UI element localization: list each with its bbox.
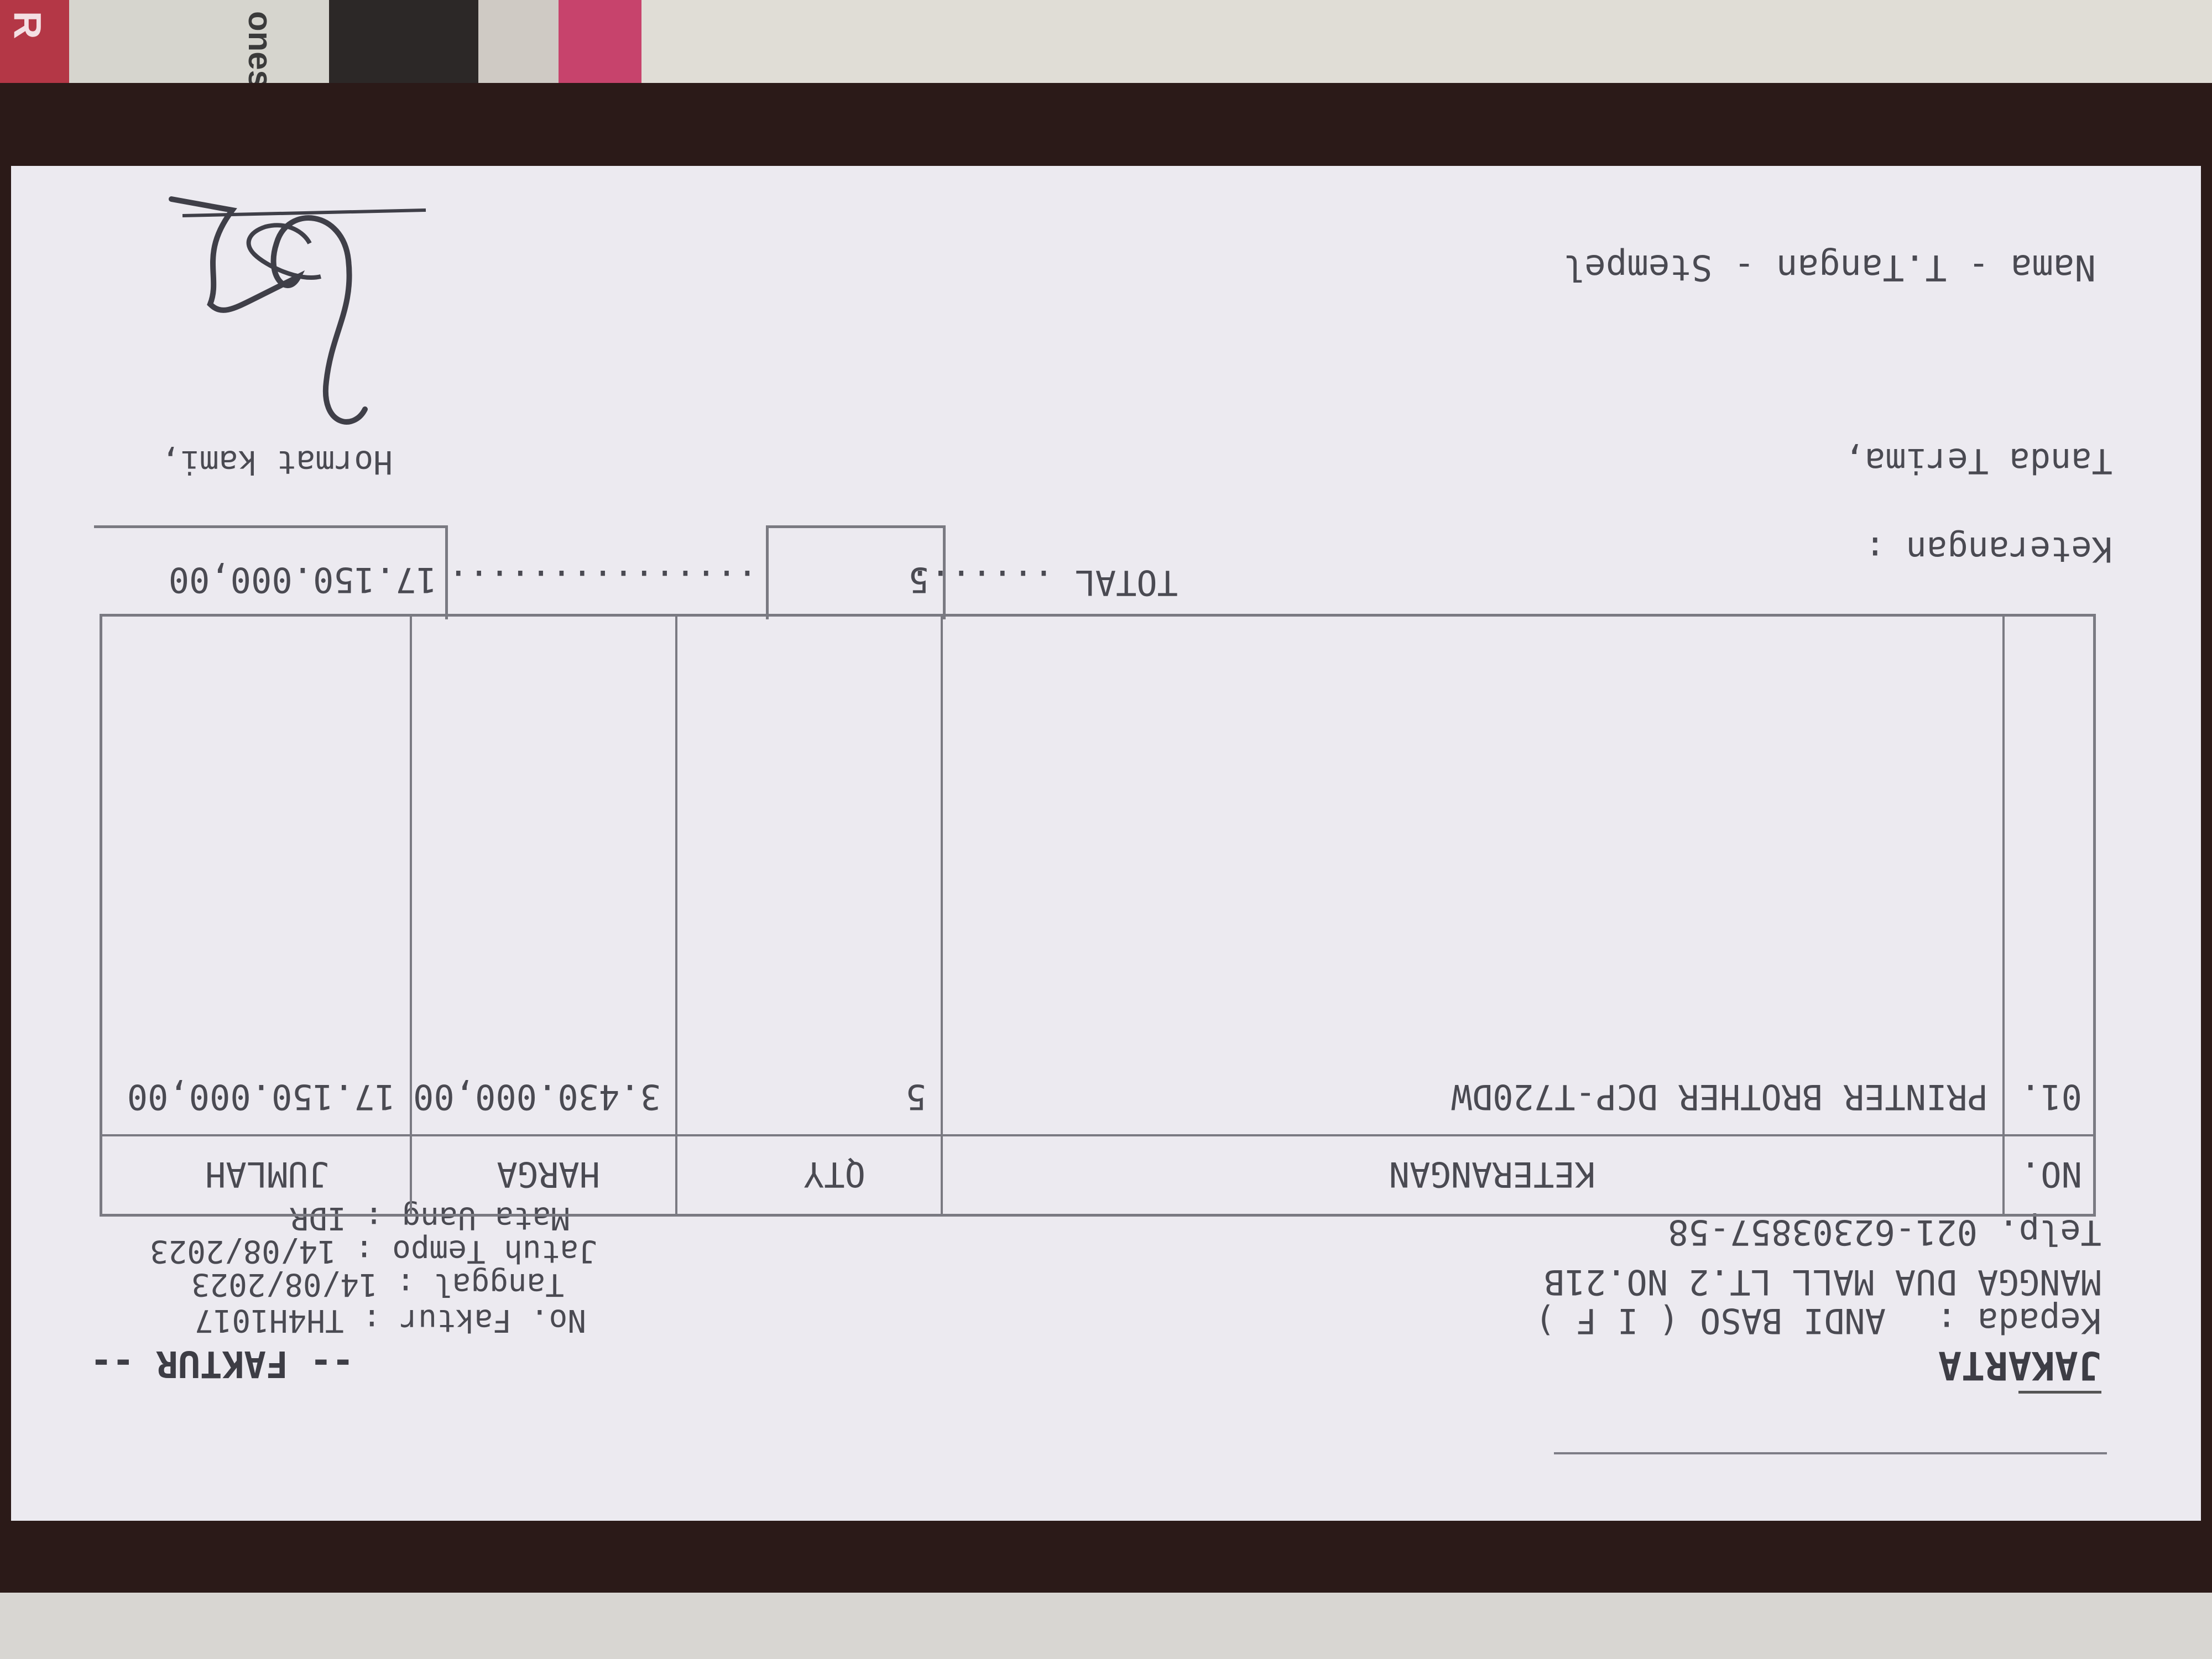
item-qty: 5 (905, 1077, 926, 1117)
background-paper: onesi (69, 0, 329, 98)
meta-invoice-number: No. Faktur : TH4H1017 (194, 1302, 586, 1338)
invoice-content-upside-down: JAKARTA -- FAKTUR -- Kepada : ANDI BASO … (11, 166, 2201, 1521)
meta-date: Tanggal : 14/08/2023 (191, 1266, 564, 1302)
signature-line (1554, 1452, 2107, 1499)
invoice-sheet: JAKARTA -- FAKTUR -- Kepada : ANDI BASO … (11, 166, 2201, 1521)
item-no: 01. (2020, 1077, 2082, 1117)
total-label: TOTAL ....... (909, 562, 1178, 603)
background-magazine-red: R E (0, 0, 69, 91)
col-header-price: HARGA (497, 1154, 600, 1194)
invoice-city: JAKARTA (1938, 1343, 2101, 1388)
header-rule (2018, 1391, 2101, 1394)
col-divider (675, 617, 677, 1214)
customer-name: ANDI BASO ( I F ) (1535, 1301, 1886, 1341)
invoice-title: -- FAKTUR -- (90, 1343, 354, 1385)
notes-label: Keterangan : (1865, 529, 2112, 570)
col-divider (410, 617, 412, 1214)
meta-due-date: Jatuh Tempo : 14/08/2023 (149, 1233, 597, 1269)
col-divider (2002, 617, 2005, 1214)
col-header-description: KETERANGAN (1389, 1154, 1595, 1194)
col-divider (941, 617, 943, 1214)
header-divider (102, 1134, 2093, 1136)
item-price: 3.430.000,00 (413, 1077, 661, 1117)
handwritten-signature-icon (169, 196, 426, 425)
signature-caption: Nama - T.Tangan - Stempel (1563, 247, 2096, 288)
col-header-qty: QTY (804, 1154, 865, 1194)
invoice-table: NO. KETERANGAN QTY HARGA JUMLAH 01. PRIN… (100, 614, 2096, 1217)
background-paper-stack (641, 0, 2212, 88)
magazine-fragment-text: R E (0, 11, 49, 39)
item-description: PRINTER BROTHER DCP-T720DW (1451, 1077, 1988, 1117)
col-header-amount: JUMLAH (205, 1154, 329, 1194)
total-qty: 5 (908, 560, 929, 600)
total-dots: ............... (448, 562, 758, 603)
col-header-no: NO. (2020, 1154, 2082, 1194)
background-bottom (0, 1593, 2212, 1659)
background-dark-object (329, 0, 478, 83)
total-amount: 17.150.000,00 (168, 560, 437, 600)
receipt-label: Tanda Terima, (1844, 441, 2112, 481)
regards-label: Hormat kami, (160, 444, 393, 481)
customer-to-label: Kepada : (1916, 1301, 2101, 1341)
customer-phone: Telp. 021-62303857-58 (1668, 1212, 2101, 1253)
background-pink-object (559, 0, 641, 83)
customer-address: MANGGA DUA MALL LT.2 NO.21B (1544, 1262, 2101, 1302)
item-amount: 17.150.000,00 (127, 1077, 395, 1117)
